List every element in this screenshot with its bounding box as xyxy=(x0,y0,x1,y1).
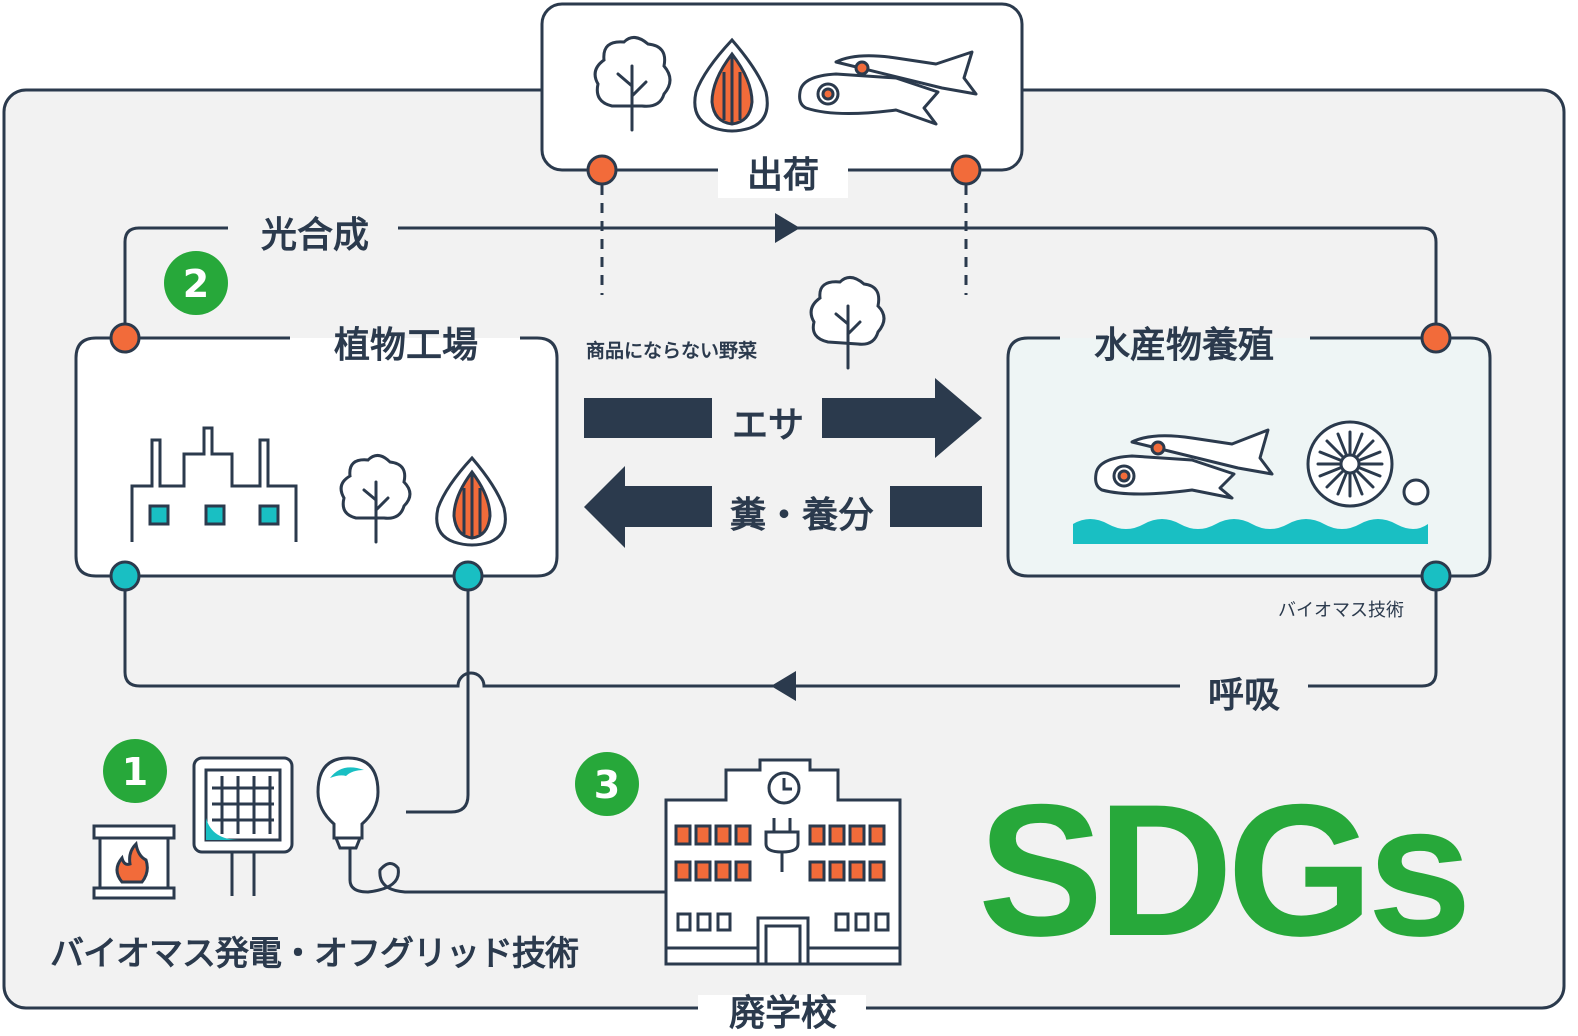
node-dot-orange xyxy=(1420,322,1452,354)
badge-one xyxy=(103,739,167,803)
badge-one-number: 1 xyxy=(121,750,149,794)
tree-icon xyxy=(809,276,886,370)
sea-urchin-icon xyxy=(1306,420,1394,508)
photosynthesis-arrow xyxy=(775,213,800,243)
cable-line xyxy=(348,840,668,894)
node-dot-orange xyxy=(950,154,982,186)
respiration-arrow xyxy=(771,671,796,701)
fish-icon xyxy=(798,50,978,126)
feed-arrow-head xyxy=(822,378,982,458)
label-feed: エサ xyxy=(731,405,804,446)
fireplace-icon xyxy=(92,824,176,900)
label-power-tech: バイオマス発電・オフグリッド技術 xyxy=(50,934,579,974)
water-wave xyxy=(1073,519,1428,544)
school-icon xyxy=(664,758,902,966)
label-respiration: 呼吸 xyxy=(1207,675,1280,716)
onion-icon xyxy=(693,37,769,133)
school-label-bg xyxy=(698,995,866,1025)
bubble-icon xyxy=(1402,478,1430,506)
solar-panel-icon xyxy=(192,756,294,896)
node-dot-orange xyxy=(109,322,141,354)
photosynthesis-line xyxy=(123,226,1438,335)
school-windows-row xyxy=(674,824,886,882)
badge-three-number: 3 xyxy=(593,763,621,807)
respiration-line xyxy=(123,578,1438,688)
feed-arrow-left-bar xyxy=(584,398,712,438)
school-windows-row xyxy=(676,912,890,932)
factory-icon xyxy=(130,426,298,542)
manure-arrow-head xyxy=(584,466,712,548)
node-dot-teal xyxy=(109,560,141,592)
node-dot-teal xyxy=(1420,560,1452,592)
fish-icon xyxy=(1094,428,1274,500)
tree-icon xyxy=(593,36,672,132)
label-shipping: 出荷 xyxy=(718,146,848,198)
label-closed-school: 廃学校 xyxy=(728,993,837,1034)
tree-icon xyxy=(339,454,412,544)
manure-arrow-right-bar xyxy=(890,486,982,527)
label-manure: 糞・養分 xyxy=(729,495,874,536)
onion-icon xyxy=(435,455,507,547)
badge-two-number: 2 xyxy=(182,262,210,306)
power-line xyxy=(406,578,470,814)
node-dot-orange xyxy=(586,154,618,186)
light-bulb-icon xyxy=(316,756,380,850)
label-photosynthesis: 光合成 xyxy=(260,215,369,256)
label-unsellable-veg: 商品にならない野菜 xyxy=(586,340,758,362)
badge-two xyxy=(164,251,228,315)
label-plant-factory: 植物工場 xyxy=(333,325,478,366)
node-dot-teal xyxy=(452,560,484,592)
label-biomass-tech: バイオマス技術 xyxy=(1278,600,1404,621)
label-aquaculture: 水産物養殖 xyxy=(1093,325,1274,366)
sdgs-logo-text: SDGs xyxy=(978,765,1472,975)
badge-three xyxy=(575,752,639,816)
